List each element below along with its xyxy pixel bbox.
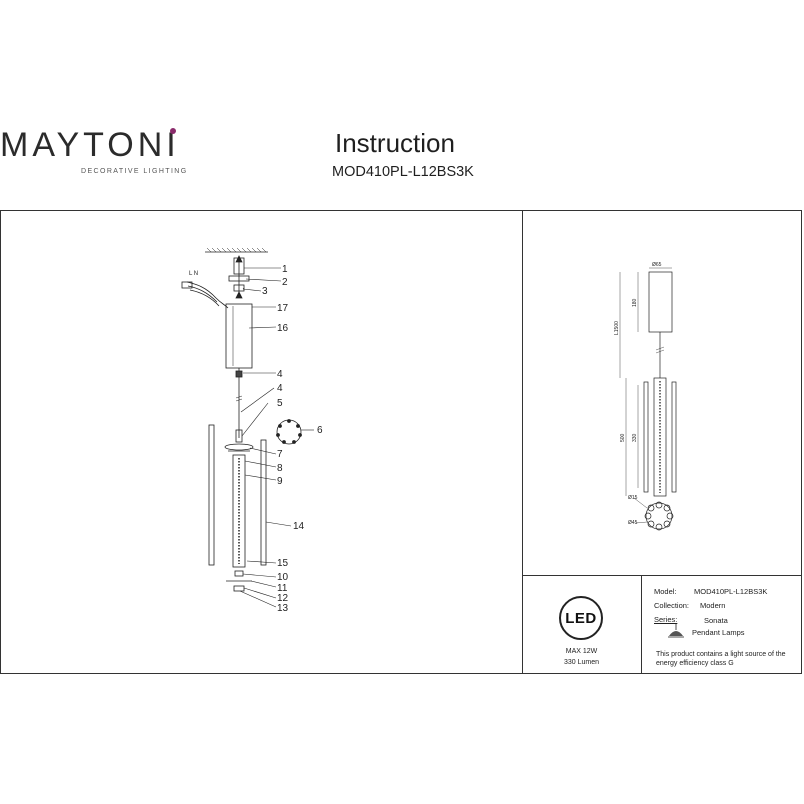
dim-canopy-height: 180 [632, 298, 638, 307]
energy-class-note: This product contains a light source of … [656, 651, 786, 667]
side-rod-left-icon [208, 424, 215, 566]
part-number-13: 13 [277, 603, 289, 614]
dim-inner-length: 330 [632, 433, 638, 442]
side-rod-right-icon [260, 439, 267, 566]
part-number-14: 14 [293, 521, 305, 532]
part-number-12: 12 [277, 593, 289, 604]
brand-tagline: DECORATIVE LIGHTING [81, 168, 188, 175]
series-label: Series: [654, 615, 678, 624]
led-tube-icon [232, 454, 246, 568]
part-number-3: 3 [262, 286, 268, 297]
type-value: Pendant Lamps [692, 628, 745, 637]
info-divider [641, 575, 642, 674]
bottom-view-icon [644, 501, 674, 531]
part-number-9: 9 [277, 476, 283, 487]
led-badge-icon: LED [559, 596, 603, 640]
lumen-rating: 330 Lumen [563, 659, 600, 666]
part-number-1: 1 [282, 264, 288, 275]
ceiling-hatch-icon [205, 247, 268, 253]
series-value: Sonata [704, 616, 728, 625]
frame-divider-vertical [522, 210, 523, 674]
dimension-diagram: Ø65 180 L1500 500 330 Ø15 Ø45 [614, 262, 677, 531]
led-ring-icon [276, 419, 302, 445]
part-number-17: 17 [277, 303, 289, 314]
part-number-5: 5 [277, 398, 283, 409]
part-number-6: 6 [317, 425, 323, 436]
screw-arrow-icon [235, 255, 243, 263]
drawing-frame [0, 210, 802, 674]
power-rating: MAX 12W [565, 648, 598, 655]
part-number-8: 8 [277, 463, 283, 474]
collection-label: Collection: [654, 601, 690, 610]
canopy-outline-icon [648, 271, 673, 333]
model-value: MOD410PL-L12BS3K [694, 587, 768, 596]
page-title: Instruction [335, 128, 455, 158]
frame-divider-horizontal [522, 575, 802, 576]
part-number-4a: 4 [277, 369, 283, 380]
wire-mark: L N [189, 271, 198, 277]
part-number-11: 11 [277, 583, 288, 594]
part-number-2: 2 [282, 277, 288, 288]
pendant-lamp-icon [668, 624, 684, 638]
part-number-7: 7 [277, 449, 283, 460]
part-number-10: 10 [277, 572, 289, 583]
brand-dot-icon [170, 128, 176, 134]
brand-logo: MAYTONI DECORATIVE LIGHTING [0, 126, 186, 186]
wire-connector-icon [181, 281, 229, 309]
exploded-assembly-diagram: L N [181, 247, 323, 614]
part-number-4b: 4 [277, 383, 283, 394]
brand-name: MAYTONI [0, 126, 180, 164]
dim-canopy-width: Ø65 [652, 262, 662, 268]
dim-diameter-large: Ø45 [628, 520, 638, 526]
part-number-15: 15 [277, 558, 289, 569]
collection-value: Modern [700, 601, 726, 610]
part-number-16: 16 [277, 323, 289, 334]
dim-cable-length: L1500 [614, 321, 620, 335]
dim-diameter-small: Ø15 [628, 495, 638, 501]
canopy-body-icon [225, 303, 253, 369]
dim-body-length: 500 [620, 433, 626, 442]
led-label: LED [565, 609, 597, 627]
model-label: Model: [654, 587, 677, 596]
model-code: MOD410PL-L12BS3K [332, 164, 474, 180]
